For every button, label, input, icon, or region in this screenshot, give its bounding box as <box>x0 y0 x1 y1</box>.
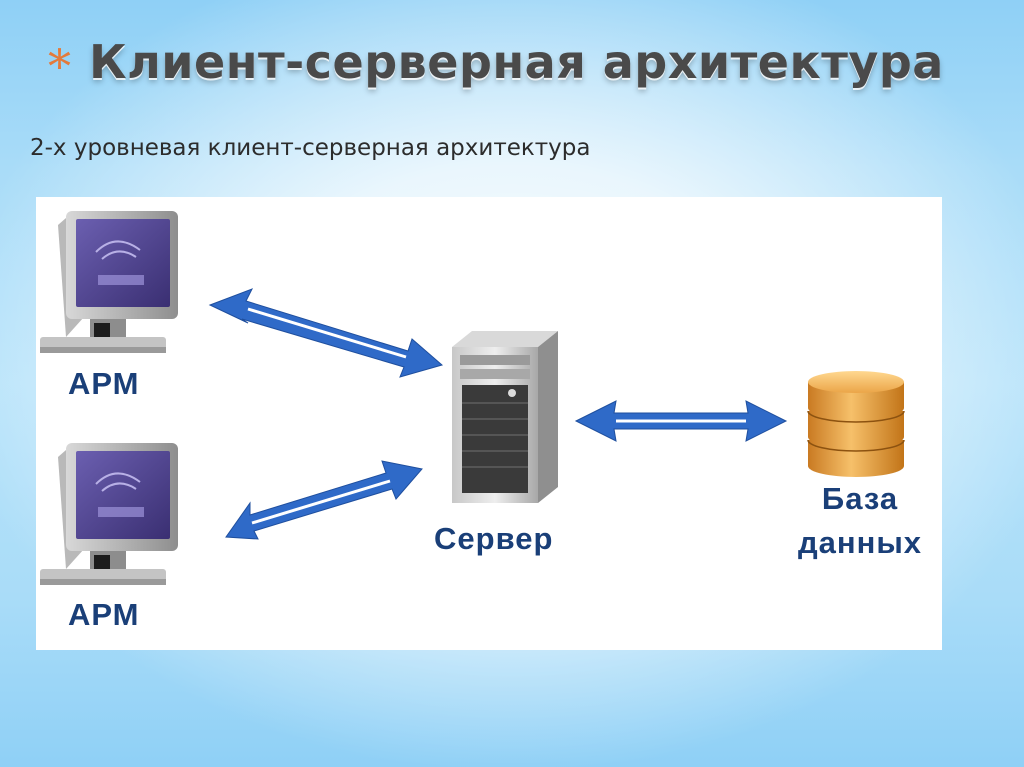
arrow-client-bottom-server <box>225 460 423 540</box>
slide-title: Клиент-серверная архитектура <box>89 35 944 89</box>
client-top-label: АРМ <box>68 366 140 401</box>
diagram-graphics <box>40 211 905 585</box>
client-top-monitor-icon <box>40 211 178 353</box>
client-bottom-monitor-icon <box>40 443 178 585</box>
arrow-client-top-server <box>208 288 444 378</box>
database-label-line1: База <box>821 481 899 516</box>
client-bottom-label: АРМ <box>68 597 140 632</box>
title-row: * Клиент-серверная архитектура <box>48 22 944 102</box>
database-icon <box>807 371 905 477</box>
database-label-line2: данных <box>797 525 923 560</box>
database-label: База данных <box>780 477 940 565</box>
server-tower-icon <box>452 331 558 503</box>
arrow-server-database <box>574 400 788 442</box>
slide-subtitle: 2-х уровневая клиент-серверная архитекту… <box>30 135 591 161</box>
server-label: Сервер <box>434 521 554 556</box>
architecture-diagram: АРМ АРМ Сервер База данных <box>36 197 942 650</box>
title-bullet: * <box>48 39 71 93</box>
